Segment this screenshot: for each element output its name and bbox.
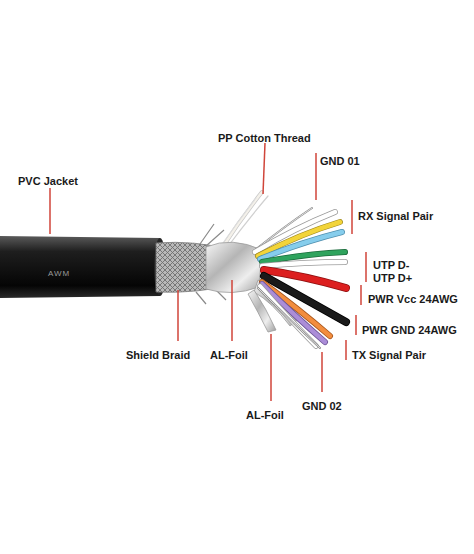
label-anchor: UTP D-: [373, 255, 409, 273]
signal-label: UTP D+: [373, 272, 412, 284]
part-label: GND 02: [302, 400, 342, 412]
signal-label: RX Signal Pair: [358, 210, 433, 222]
label-anchor: TX Signal Pair: [352, 345, 426, 363]
label-anchor: AL-Foil: [246, 405, 284, 423]
label-anchor: Shield Braid: [126, 345, 190, 363]
label-anchor: RX Signal Pair: [358, 206, 433, 224]
label-anchor: AWM: [48, 262, 70, 280]
label-anchor: GND 02: [302, 396, 342, 414]
signal-label: PWR Vcc 24AWG: [368, 293, 458, 305]
signal-label: PWR GND 24AWG: [362, 324, 457, 336]
part-label: PP Cotton Thread: [218, 132, 311, 144]
signal-label: TX Signal Pair: [352, 349, 426, 361]
leader-lines: [50, 143, 366, 401]
part-label: PVC Jacket: [18, 175, 78, 187]
label-anchor: PWR Vcc 24AWG: [368, 289, 458, 307]
label-anchor: PVC Jacket: [18, 171, 78, 189]
signal-label: UTP D-: [373, 259, 409, 271]
part-label: Shield Braid: [126, 349, 190, 361]
al-foil: [248, 290, 276, 332]
part-label: AL-Foil: [246, 409, 284, 421]
jacket-print: AWM: [48, 269, 70, 278]
label-anchor: AL-Foil: [210, 345, 248, 363]
part-label: GND 01: [320, 155, 360, 167]
pvc-jacket: [0, 236, 166, 298]
cotton-thread: [218, 192, 268, 250]
part-label: AL-Foil: [210, 349, 248, 361]
wires: [255, 208, 346, 322]
label-anchor: PWR GND 24AWG: [362, 320, 457, 338]
label-anchor: PP Cotton Thread: [218, 128, 311, 146]
label-anchor: GND 01: [320, 151, 360, 169]
